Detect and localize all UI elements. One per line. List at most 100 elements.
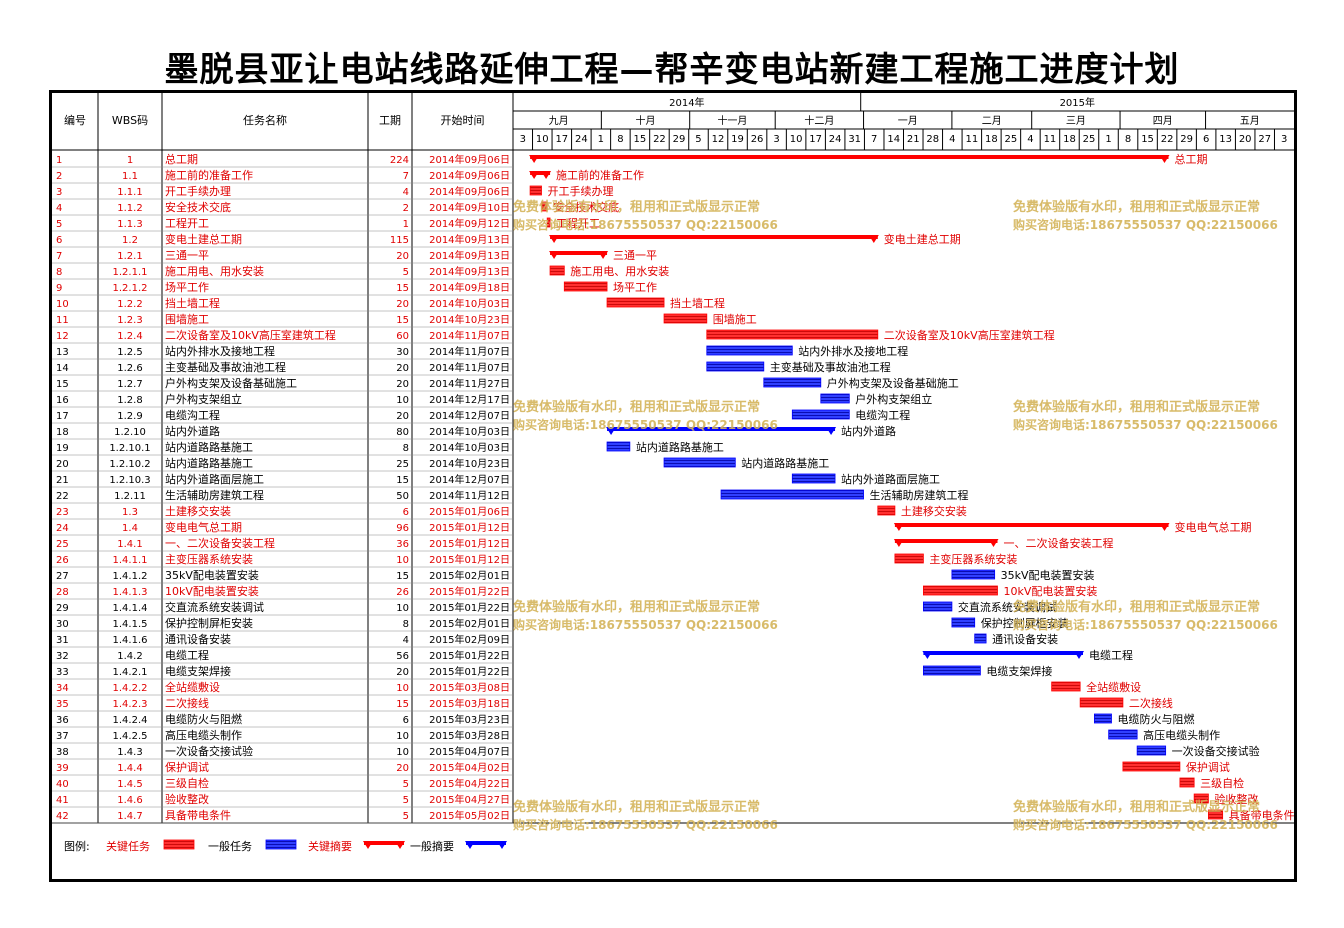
task-duration: 10 bbox=[396, 555, 409, 566]
task-id: 42 bbox=[56, 811, 69, 822]
task-bar bbox=[606, 297, 665, 308]
task-start: 2014年09月13日 bbox=[429, 265, 510, 278]
task-duration: 10 bbox=[396, 395, 409, 406]
task-name: 安全技术交底 bbox=[165, 200, 231, 214]
task-id: 20 bbox=[56, 459, 69, 470]
task-start: 2014年11月07日 bbox=[429, 329, 510, 342]
day-label: 11 bbox=[1044, 134, 1057, 145]
task-name: 户外构支架组立 bbox=[165, 392, 242, 406]
task-duration: 10 bbox=[396, 747, 409, 758]
task-name: 总工期 bbox=[165, 152, 198, 166]
day-label: 24 bbox=[575, 134, 588, 145]
task-id: 3 bbox=[56, 187, 62, 198]
task-wbs: 1.2.4 bbox=[117, 331, 142, 342]
bar-label: 挡土墙工程 bbox=[670, 296, 725, 310]
bar-label: 土建移交安装 bbox=[901, 504, 967, 518]
task-start: 2015年02月01日 bbox=[429, 617, 510, 630]
task-id: 7 bbox=[56, 251, 62, 262]
task-duration: 20 bbox=[396, 667, 409, 678]
column-header-wbs: WBS码 bbox=[112, 114, 148, 127]
task-duration: 30 bbox=[396, 347, 409, 358]
task-name: 施工前的准备工作 bbox=[165, 168, 253, 182]
task-bar bbox=[1122, 761, 1181, 772]
task-bar bbox=[529, 185, 542, 196]
task-bar bbox=[791, 409, 850, 420]
task-duration: 5 bbox=[403, 779, 409, 790]
bar-label: 高压电缆头制作 bbox=[1143, 728, 1220, 742]
task-name: 三级自检 bbox=[165, 776, 209, 790]
day-label: 25 bbox=[1005, 134, 1018, 145]
summary-bar-start-cap bbox=[529, 155, 540, 163]
day-label: 5 bbox=[695, 134, 701, 145]
task-start: 2015年01月12日 bbox=[429, 553, 510, 566]
task-start: 2014年10月03日 bbox=[429, 425, 510, 438]
legend-normal-task-label: 一般任务 bbox=[208, 840, 252, 853]
task-wbs: 1.4.1 bbox=[117, 539, 142, 550]
task-name: 生活辅助房建筑工程 bbox=[165, 488, 264, 502]
task-start: 2015年05月02日 bbox=[429, 809, 510, 822]
task-start: 2014年11月27日 bbox=[429, 377, 510, 390]
watermark-line: 购买咨询电话:18675550537 QQ:22150066 bbox=[513, 417, 778, 432]
bar-label: 站内道路路基施工 bbox=[741, 456, 829, 470]
task-duration: 6 bbox=[403, 507, 409, 518]
task-wbs: 1.2.10 bbox=[114, 427, 146, 438]
task-duration: 20 bbox=[396, 363, 409, 374]
bar-label: 站内外排水及接地工程 bbox=[798, 344, 908, 358]
task-wbs: 1.2.10.2 bbox=[109, 459, 150, 470]
day-label: 8 bbox=[1125, 134, 1131, 145]
task-start: 2015年01月22日 bbox=[429, 649, 510, 662]
task-bar bbox=[923, 585, 998, 596]
task-start: 2014年12月17日 bbox=[429, 393, 510, 406]
bar-label: 具备带电条件 bbox=[1229, 808, 1294, 822]
watermark-line: 免费体验版有水印，租用和正式版显示正常 bbox=[513, 199, 760, 215]
month-label: 九月 bbox=[549, 115, 569, 127]
task-name: 保护调试 bbox=[165, 760, 209, 774]
day-label: 15 bbox=[634, 134, 647, 145]
summary-bar bbox=[550, 251, 608, 255]
summary-bar-start-cap bbox=[529, 171, 540, 179]
task-name: 高压电缆头制作 bbox=[165, 728, 242, 742]
task-name: 二次接线 bbox=[165, 696, 209, 710]
task-duration: 2 bbox=[403, 203, 409, 214]
task-duration: 25 bbox=[396, 459, 409, 470]
task-start: 2014年12月07日 bbox=[429, 473, 510, 486]
task-bar bbox=[974, 633, 987, 644]
summary-bar-end-cap bbox=[598, 251, 609, 259]
task-wbs: 1.2.10.1 bbox=[109, 443, 150, 454]
task-wbs: 1.2 bbox=[122, 235, 138, 246]
summary-bar-start-cap bbox=[606, 427, 617, 435]
task-duration: 5 bbox=[403, 795, 409, 806]
watermark-line: 购买咨询电话:18675550537 QQ:22150066 bbox=[513, 217, 778, 232]
task-id: 37 bbox=[56, 731, 69, 742]
task-start: 2015年04月02日 bbox=[429, 761, 510, 774]
task-wbs: 1.4 bbox=[122, 523, 138, 534]
watermark-line: 免费体验版有水印，租用和正式版显示正常 bbox=[1013, 199, 1260, 215]
task-wbs: 1.4.1.1 bbox=[113, 555, 148, 566]
summary-bar-end-cap bbox=[1074, 651, 1084, 659]
legend-critical-summary-cap bbox=[395, 841, 405, 849]
month-label: 四月 bbox=[1153, 115, 1173, 127]
task-wbs: 1 bbox=[127, 155, 133, 166]
day-label: 29 bbox=[1180, 134, 1193, 145]
summary-bar-end-cap bbox=[868, 235, 879, 243]
legend-title: 图例: bbox=[64, 839, 90, 853]
task-name: 保护控制屏柜安装 bbox=[165, 616, 253, 630]
task-bar bbox=[1108, 729, 1138, 740]
task-name: 35kV配电装置安装 bbox=[165, 568, 259, 582]
task-id: 30 bbox=[56, 619, 69, 630]
task-duration: 80 bbox=[396, 427, 409, 438]
task-wbs: 1.4.2.3 bbox=[113, 699, 148, 710]
task-start: 2014年09月10日 bbox=[429, 201, 510, 214]
task-bar bbox=[546, 217, 551, 228]
task-name: 二次设备室及10kV高压室建筑工程 bbox=[165, 328, 336, 342]
day-label: 22 bbox=[653, 134, 666, 145]
task-duration: 15 bbox=[396, 315, 409, 326]
task-wbs: 1.4.1.2 bbox=[113, 571, 148, 582]
task-duration: 26 bbox=[396, 587, 409, 598]
task-name: 10kV配电装置安装 bbox=[165, 584, 259, 598]
task-id: 4 bbox=[56, 203, 62, 214]
task-id: 16 bbox=[56, 395, 69, 406]
task-duration: 15 bbox=[396, 475, 409, 486]
task-wbs: 1.1.1 bbox=[117, 187, 142, 198]
task-duration: 20 bbox=[396, 299, 409, 310]
